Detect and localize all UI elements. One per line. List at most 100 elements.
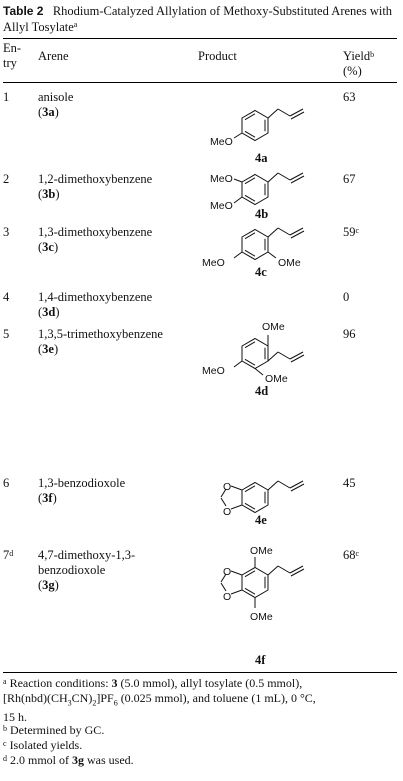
footnote-c-text: Isolated yields. (9, 738, 83, 752)
footnote-d: d 2.0 mmol of 3g was used. (3, 753, 399, 768)
footnote-a-bold-3: 3 (111, 676, 118, 690)
header-yield: Yieldb (%) (343, 49, 374, 79)
row-7-entry: 7d (3, 548, 13, 563)
header-yield-footnote-mark: b (370, 50, 375, 59)
row-3-arene: 1,3-dimethoxybenzene (3c) (38, 225, 153, 254)
header-arene: Arene (38, 49, 69, 63)
row-6-arene-name: 1,3-benzodioxole (38, 476, 126, 490)
row-1-arene: anisole (3a) (38, 90, 74, 119)
header-entry: En- try (3, 41, 21, 71)
row-6-entry: 6 (3, 476, 10, 490)
row-4-arene-name: 1,4-dimethoxybenzene (38, 290, 153, 304)
row-5-arene: 1,3,5-trimethoxybenzene (3e) (38, 327, 163, 356)
footnote-d-mark: d (3, 754, 7, 763)
row-5-product-label: 4d (255, 384, 269, 398)
footnote-a-text-1: Reaction conditions: (9, 676, 112, 690)
row-3-substituent-1: MeO (202, 257, 225, 269)
row-7-compound-label: 3g (42, 578, 55, 592)
row-1-entry: 1 (3, 90, 10, 104)
top-rule (3, 38, 397, 39)
row-7-yield: 68c (343, 548, 359, 563)
footnote-c-mark: c (3, 739, 7, 748)
row-4-entry: 4 (3, 290, 10, 304)
row-1-arene-name: anisole (38, 90, 74, 104)
footnote-d-bold: 3g (72, 753, 84, 767)
footnote-a-sub-3: 3 (67, 698, 72, 708)
row-7-arene-name-cont: benzodioxole (38, 563, 106, 577)
structure-4f: O O OMe OMe (212, 540, 342, 640)
footnote-a-text-5: ]PF (96, 691, 114, 705)
row-3-arene-name: 1,3-dimethoxybenzene (38, 225, 153, 239)
row-7-arene: 4,7-dimethoxy-1,3- benzodioxole (3g) (38, 548, 136, 592)
row-3-substituent-2: OMe (278, 257, 301, 269)
structure-4a: MeO (210, 86, 342, 148)
row-5-substituent-2: MeO (202, 365, 225, 377)
table-label: Table 2 (3, 4, 44, 18)
row-1-yield: 63 (343, 90, 356, 104)
row-2-substituent-2: MeO (210, 200, 233, 212)
structure-4b: MeO MeO (210, 170, 342, 230)
row-5-entry: 5 (3, 327, 10, 341)
row-2-compound-label: 3b (42, 187, 56, 201)
header-entry-line2: try (3, 56, 17, 70)
row-2-yield: 67 (343, 172, 356, 186)
bottom-rule (3, 672, 397, 673)
header-yield-unit: (%) (343, 64, 362, 78)
row-3-product-label: 4c (255, 265, 267, 279)
footnote-a-text-6: (0.025 mmol), and toluene (1 mL), 0 °C, (117, 691, 316, 705)
header-product: Product (198, 49, 237, 63)
row-7-product-label: 4f (255, 653, 266, 667)
row-3-yield: 59c (343, 225, 359, 240)
table-title-footnote-mark: a (73, 20, 78, 29)
row-7-entry-number: 7 (3, 548, 10, 562)
row-5-substituent-1: OMe (262, 321, 285, 333)
footnote-b-mark: b (3, 724, 7, 733)
row-6-product-label: 4e (255, 513, 267, 527)
row-3-entry: 3 (3, 225, 10, 239)
row-3-yield-value: 59 (343, 225, 356, 239)
row-2-product-label: 4b (255, 207, 269, 221)
row-2-arene-name: 1,2-dimethoxybenzene (38, 172, 153, 186)
footnote-a-text-7: 15 h. (3, 710, 27, 725)
row-7-substituent-1: OMe (250, 545, 273, 557)
row-2-substituent-1: MeO (210, 173, 233, 185)
footnote-d-text-2: was used. (84, 753, 134, 767)
row-5-yield: 96 (343, 327, 356, 341)
row-1-compound-label: 3a (42, 105, 55, 119)
row-7-entry-footnote-mark: d (9, 549, 14, 558)
row-5-substituent-3: OMe (265, 373, 288, 385)
footnote-a-text-2: (5.0 mmol), allyl tosylate (0.5 mmol), (117, 676, 303, 690)
row-4-yield: 0 (343, 290, 350, 304)
footnote-a-sub-2: 2 (92, 698, 97, 708)
header-yield-label: Yield (343, 49, 371, 63)
row-2-entry: 2 (3, 172, 10, 186)
table-title: Rhodium-Catalyzed Allylation of Methoxy-… (3, 4, 393, 34)
row-6-arene: 1,3-benzodioxole (3f) (38, 476, 126, 505)
row-3-yield-footnote-mark: c (355, 226, 360, 235)
svg-text:O: O (223, 566, 231, 578)
structure-4e: O O (212, 470, 342, 530)
svg-text:O: O (223, 481, 231, 493)
header-entry-line1: En- (3, 41, 22, 55)
footnote-b: b Determined by GC. (3, 723, 399, 738)
row-7-arene-name: 4,7-dimethoxy-1,3- (38, 548, 136, 562)
row-6-yield: 45 (343, 476, 356, 490)
svg-text:O: O (223, 506, 231, 518)
row-1-substituent-1: MeO (210, 136, 233, 148)
row-5-compound-label: 3e (42, 342, 54, 356)
row-4-arene: 1,4-dimethoxybenzene (3d) (38, 290, 153, 319)
row-7-substituent-2: OMe (250, 611, 273, 623)
footnote-d-text-1: 2.0 mmol of (10, 753, 72, 767)
row-3-compound-label: 3c (42, 240, 54, 254)
header-rule (3, 82, 397, 83)
row-6-compound-label: 3f (42, 491, 53, 505)
structure-4c: MeO OMe (202, 222, 342, 284)
row-5-arene-name: 1,3,5-trimethoxybenzene (38, 327, 163, 341)
row-7-yield-footnote-mark: c (355, 549, 360, 558)
svg-text:O: O (223, 591, 231, 603)
row-7-yield-value: 68 (343, 548, 356, 562)
structure-4d: OMe MeO OMe (202, 316, 342, 396)
footnote-c: c Isolated yields. (3, 738, 399, 753)
footnote-a-sub-6: 6 (113, 698, 118, 708)
